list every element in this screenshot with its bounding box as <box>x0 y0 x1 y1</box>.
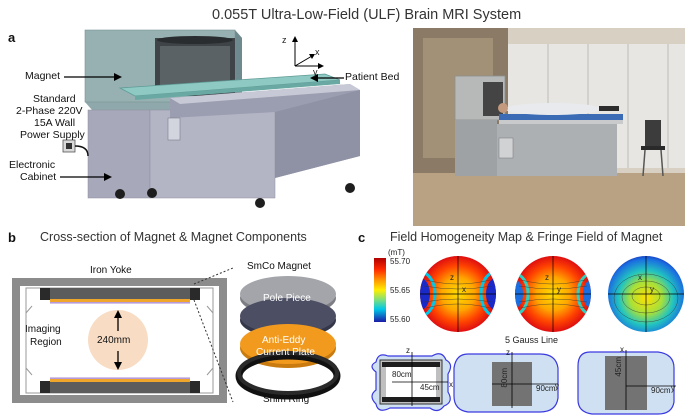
panel-b-letter: b <box>8 230 16 245</box>
fringe3-axis-v: x <box>620 345 624 354</box>
panel-c-letter: c <box>358 230 366 245</box>
label-imaging-2: Region <box>30 337 62 348</box>
fringe1-axis-v: z <box>406 346 410 355</box>
label-shim-ring: Shim Ring <box>263 394 310 405</box>
homogeneity-maps <box>420 256 684 332</box>
colorbar-min: 55.60 <box>390 315 411 324</box>
system-photo <box>413 28 685 226</box>
label-power-3: 15A Wall <box>34 117 76 129</box>
fringe2-d1: 80cm <box>500 368 509 388</box>
fringe2-axis-h: y <box>555 382 559 391</box>
label-cabinet-2: Cabinet <box>20 171 57 183</box>
label-pole-piece: Pole Piece <box>263 293 311 304</box>
fringe3-d2: 90cm <box>651 386 671 395</box>
fringe-title: 5 Gauss Line <box>505 335 559 345</box>
fringe2-d2: 90cm <box>536 384 556 393</box>
colorbar-mid: 55.65 <box>390 286 411 295</box>
colorbar <box>374 258 386 322</box>
label-eddy-1: Anti-Eddy <box>262 335 306 346</box>
panel-a-letter: a <box>8 30 16 45</box>
arrow-cabinet <box>60 173 112 181</box>
magnet-cross-section <box>12 278 227 403</box>
label-cabinet-1: Electronic <box>9 159 56 171</box>
colorbar-max: 55.70 <box>390 257 411 266</box>
map2-axis-v: z <box>545 273 549 282</box>
axis-y-label: y <box>313 67 318 77</box>
label-power-2: 2-Phase 220V <box>16 105 83 117</box>
map1-axis-v: z <box>450 273 454 282</box>
label-power-1: Standard <box>33 93 76 105</box>
map1-axis-h: x <box>462 285 466 294</box>
label-iron-yoke: Iron Yoke <box>90 265 132 276</box>
fringe3-d1: 45cm <box>614 357 623 377</box>
dotted-connectors <box>193 267 234 403</box>
axis-z-label: z <box>282 35 287 45</box>
mri-system-render <box>62 29 360 208</box>
label-eddy-2: Current Plate <box>256 347 315 358</box>
axis-x-label: x <box>315 47 320 57</box>
label-power-4: Power Supply <box>20 129 85 141</box>
arrow-patient-bed <box>310 74 344 82</box>
coordinate-axes <box>292 36 324 69</box>
map2-axis-h: y <box>557 285 561 294</box>
fringe3-axis-h: y <box>671 384 675 393</box>
panel-b-title: Cross-section of Magnet & Magnet Compone… <box>40 230 307 244</box>
fringe-field-maps <box>371 350 676 415</box>
panel-c-title: Field Homogeneity Map & Fringe Field of … <box>390 230 663 244</box>
fringe1-axis-h: x <box>449 380 453 389</box>
map3-axis-v: x <box>638 273 642 282</box>
fringe1-d1: 80cm <box>392 370 412 379</box>
label-magnet: Magnet <box>25 70 61 82</box>
fringe1-d2: 45cm <box>420 383 440 392</box>
map3-axis-h: y <box>650 285 654 294</box>
fringe2-axis-v: z <box>506 348 510 357</box>
arrow-magnet <box>64 73 122 81</box>
label-smco: SmCo Magnet <box>247 261 311 272</box>
label-imaging-1: Imaging <box>25 324 61 335</box>
magnet-components <box>235 276 341 400</box>
figure-title: 0.055T Ultra-Low-Field (ULF) Brain MRI S… <box>212 7 522 23</box>
colorbar-unit: (mT) <box>388 248 405 257</box>
label-diameter: 240mm <box>97 335 131 346</box>
label-patient-bed: Patient Bed <box>345 71 400 83</box>
